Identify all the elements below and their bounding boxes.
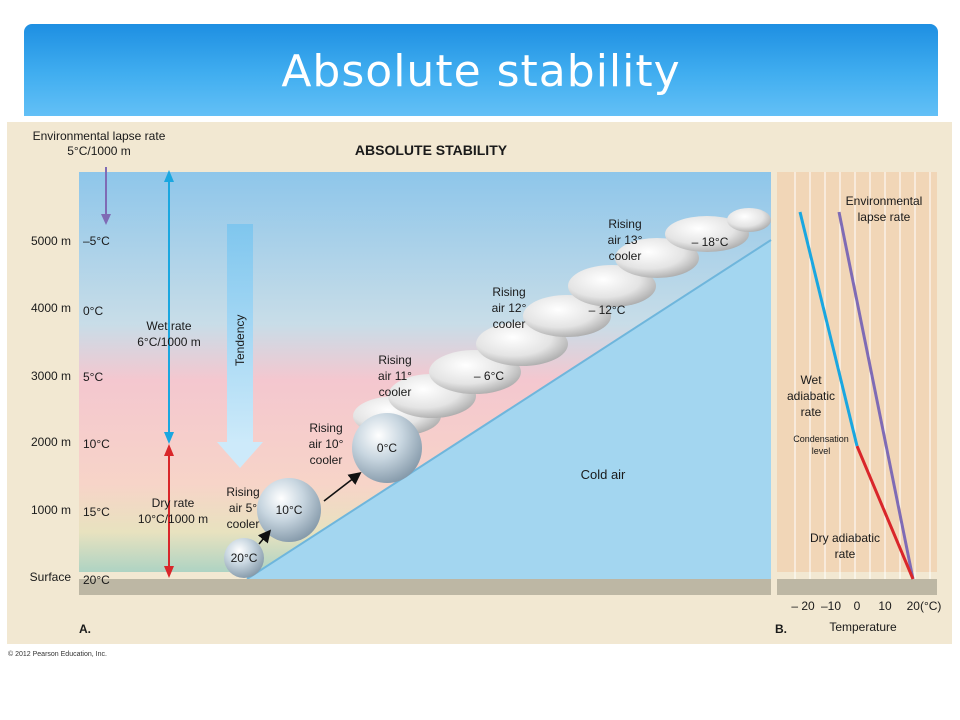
rise-arrow-2 (323, 472, 362, 502)
parcel-0c-label: 0°C (377, 441, 397, 455)
altitude-4000: 4000 m (31, 301, 71, 315)
panel-b-label: B. (775, 622, 787, 636)
dry-adiabatic-label-1: Dry adiabatic (810, 531, 880, 545)
figure-svg: ABSOLUTE STABILITY Environmental lapse r… (30, 129, 942, 636)
wet-adiabatic-line (798, 211, 859, 447)
stability-figure: ABSOLUTE STABILITY Environmental lapse r… (7, 122, 952, 644)
wet-rate-label-line2: 6°C/1000 m (137, 335, 201, 349)
env-lapse-b-line2: lapse rate (858, 210, 911, 224)
env-temp-2000: 10°C (83, 437, 110, 451)
tendency-arrow (217, 224, 263, 468)
wet-rate-label-line1: Wet rate (146, 319, 191, 333)
parcel-10c (257, 478, 321, 542)
svg-text:cooler: cooler (227, 517, 260, 531)
svg-text:cooler: cooler (493, 317, 526, 331)
environmental-lapse-line (837, 211, 915, 580)
env-temp-5000: –5°C (83, 234, 110, 248)
svg-text:air 11°: air 11° (378, 369, 412, 383)
wet-rate-arrowhead-up (164, 170, 174, 182)
title-banner: Absolute stability (24, 24, 938, 116)
cloud-temp-minus12: – 12°C (589, 303, 626, 317)
svg-text:air 13°: air 13° (608, 233, 643, 247)
altitude-3000: 3000 m (31, 369, 71, 383)
svg-text:cooler: cooler (310, 453, 343, 467)
condensation-label-2: level (812, 446, 831, 456)
altitude-surface: Surface (30, 570, 72, 584)
rising-label-5: Rising air 5° cooler (226, 485, 259, 531)
svg-text:air 5°: air 5° (229, 501, 257, 515)
panel-b-background (777, 172, 937, 572)
env-temp-3000: 5°C (83, 370, 103, 384)
dry-rate-label-line2: 10°C/1000 m (138, 512, 208, 526)
wet-adiabatic-label-2: adiabatic (787, 389, 835, 403)
svg-text:cooler: cooler (379, 385, 412, 399)
env-temp-surface: 20°C (83, 573, 110, 587)
wet-adiabatic-label-3: rate (801, 405, 822, 419)
ground-strip-a (79, 579, 771, 595)
altitude-1000: 1000 m (31, 503, 71, 517)
condensation-label-1: Condensation (793, 434, 849, 444)
svg-text:Rising: Rising (309, 421, 342, 435)
ground-strip-b (777, 579, 937, 595)
dry-rate-label-line1: Dry rate (152, 496, 195, 510)
slide-title: Absolute stability (281, 46, 681, 97)
cloud-temp-minus18: – 18°C (692, 235, 729, 249)
env-lapse-label-line1: Environmental lapse rate (33, 129, 166, 143)
parcel-20c-label: 20°C (231, 551, 258, 565)
rising-label-12: Rising air 12° cooler (492, 285, 527, 331)
x-tick-minus20: – 20 (791, 599, 815, 613)
panel-b-gridlines (794, 172, 931, 579)
parcel-10c-label: 10°C (276, 503, 303, 517)
x-tick-0: 0 (854, 599, 861, 613)
rising-label-13: Rising air 13° cooler (608, 217, 643, 263)
wet-adiabatic-label-1: Wet (800, 373, 822, 387)
wet-rate-arrowhead-down (164, 432, 174, 444)
svg-text:Rising: Rising (608, 217, 641, 231)
x-axis-label: Temperature (829, 620, 897, 634)
dry-adiabatic-label-2: rate (835, 547, 856, 561)
ramp-edge (246, 239, 772, 580)
rise-arrow-1 (257, 529, 272, 545)
parcel-20c (224, 538, 264, 578)
panel-a-label: A. (79, 622, 91, 636)
svg-text:air 10°: air 10° (309, 437, 344, 451)
dry-adiabatic-line (855, 445, 915, 580)
x-tick-20: 20(°C) (907, 599, 942, 613)
env-temp-4000: 0°C (83, 304, 103, 318)
tendency-label: Tendency (233, 315, 247, 366)
diagram-title: ABSOLUTE STABILITY (355, 142, 508, 158)
x-tick-minus10: –10 (821, 599, 841, 613)
cloud-temp-minus6: – 6°C (474, 369, 504, 383)
rising-label-11: Rising air 11° cooler (378, 353, 412, 399)
altitude-5000: 5000 m (31, 234, 71, 248)
rising-label-10: Rising air 10° cooler (309, 421, 344, 467)
dry-rate-arrowhead-down (164, 566, 174, 578)
env-lapse-arrowhead (101, 214, 111, 225)
svg-text:air 12°: air 12° (492, 301, 527, 315)
copyright-notice: © 2012 Pearson Education, Inc. (8, 651, 107, 658)
svg-text:Rising: Rising (378, 353, 411, 367)
env-temp-1000: 15°C (83, 505, 110, 519)
svg-text:Rising: Rising (226, 485, 259, 499)
parcel-0c (352, 413, 422, 483)
svg-text:Rising: Rising (492, 285, 525, 299)
svg-text:cooler: cooler (609, 249, 642, 263)
x-tick-10: 10 (878, 599, 892, 613)
cold-air-label: Cold air (581, 467, 626, 482)
env-lapse-b-line1: Environmental (846, 194, 923, 208)
dry-rate-arrowhead-up (164, 444, 174, 456)
env-lapse-label-line2: 5°C/1000 m (67, 144, 131, 158)
altitude-2000: 2000 m (31, 435, 71, 449)
